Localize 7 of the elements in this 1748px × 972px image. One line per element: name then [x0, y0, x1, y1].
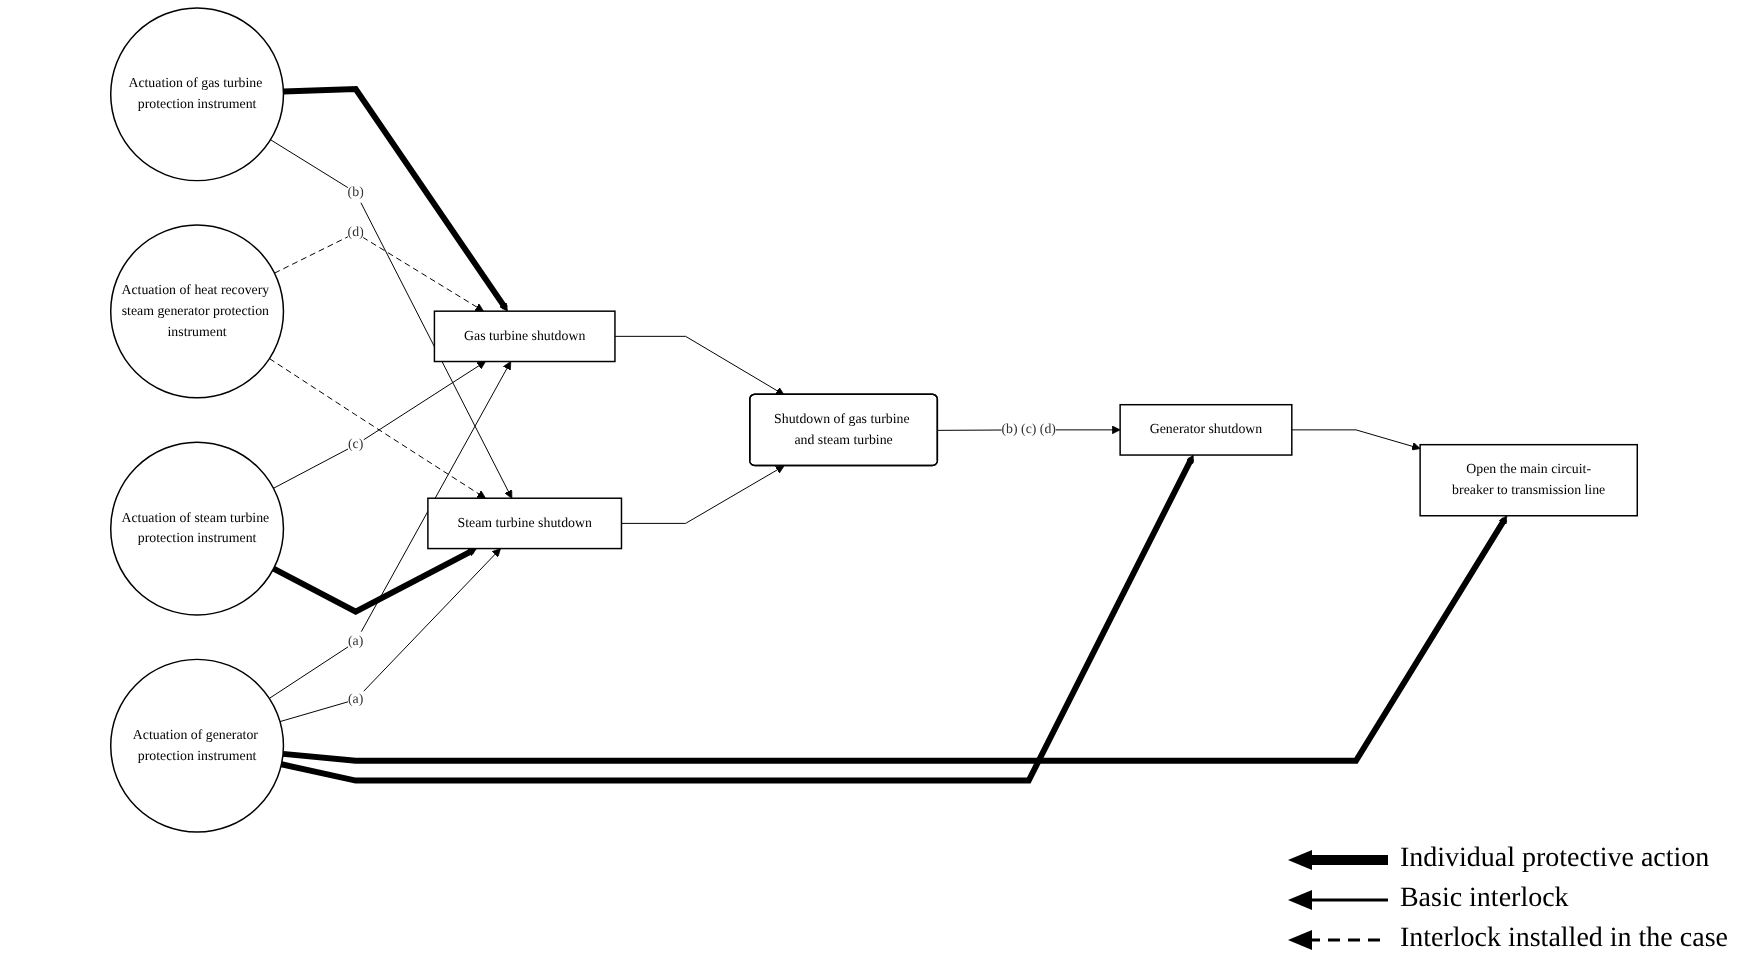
legend-label: Interlock installed in the case — [1399, 922, 1728, 958]
arrow — [282, 515, 1508, 764]
legend-label: Basic interlock — [1399, 882, 1569, 918]
arrow — [272, 547, 477, 616]
arrow — [280, 454, 1195, 784]
legend-label: Individual protective action — [1399, 842, 1710, 878]
arrow — [283, 86, 508, 312]
